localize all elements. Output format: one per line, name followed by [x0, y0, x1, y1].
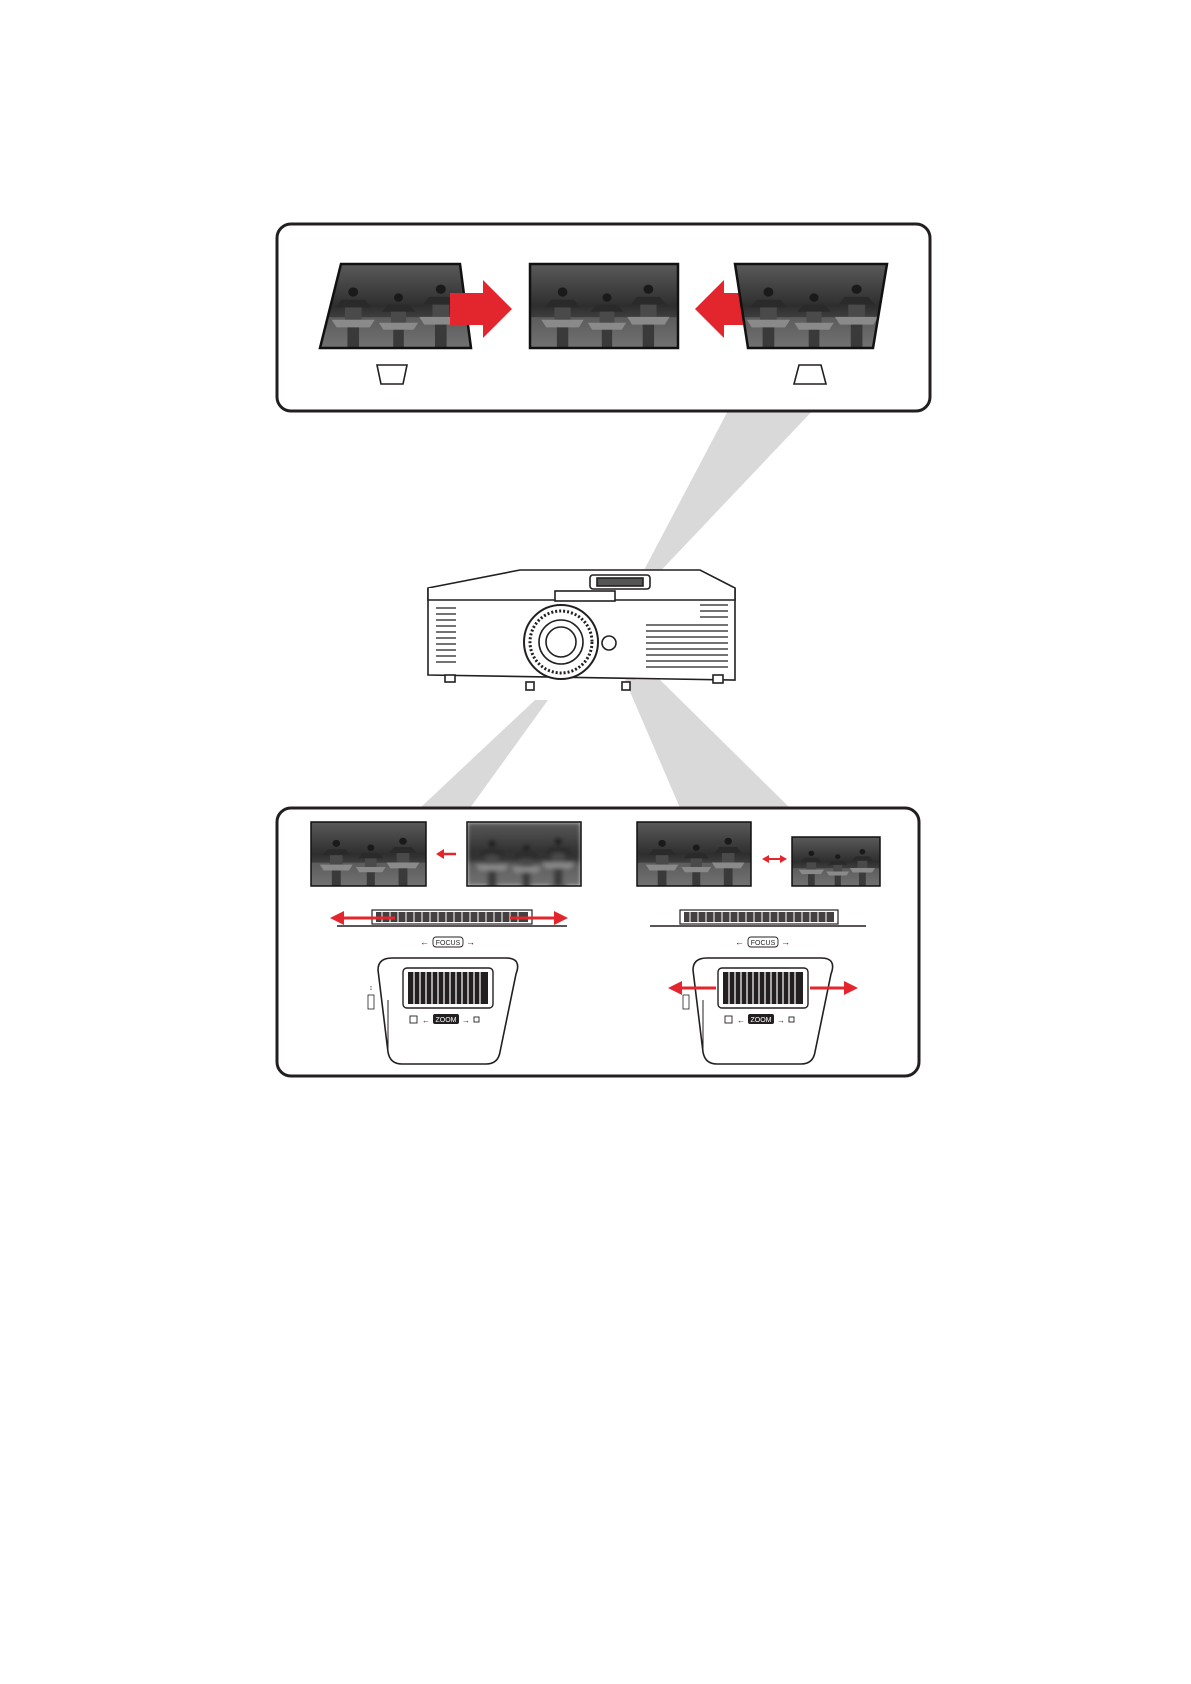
beam-lower-left: [420, 700, 548, 808]
focus-ring-right: [650, 910, 866, 926]
focus-label-text: FOCUS: [436, 940, 461, 947]
focus-blurred-image: [467, 822, 581, 893]
zoom-housing-left: ↕ ← ZOOM →: [368, 958, 518, 1064]
svg-text:→: →: [781, 937, 790, 947]
svg-text:←: ←: [422, 1016, 430, 1025]
projector-lens: [524, 605, 598, 679]
zoom-label-text: ZOOM: [436, 1017, 457, 1024]
keystone-panel: [277, 224, 930, 411]
beam-upper: [643, 405, 818, 580]
ir-sensor-icon: [602, 636, 616, 650]
focus-label-right: ← FOCUS →: [735, 937, 790, 947]
svg-text:→: →: [462, 1016, 470, 1025]
projector-illustration: [428, 570, 735, 690]
zoom-large-image: [637, 822, 751, 893]
zoom-small-image: [792, 837, 880, 891]
beam-lower-right: [625, 665, 790, 808]
svg-text:→: →: [777, 1016, 785, 1025]
svg-text:←: ←: [737, 1016, 745, 1025]
svg-text:↕: ↕: [369, 985, 373, 992]
zoom-label-text: ZOOM: [751, 1017, 772, 1024]
focus-label-left: ← FOCUS →: [420, 937, 475, 947]
keystone-wide-top-image: [320, 264, 471, 357]
keystone-wide-bottom-image: [735, 264, 887, 357]
corrected-image: [530, 264, 678, 357]
focus-label-text: FOCUS: [751, 940, 776, 947]
focus-sharp-image: [311, 822, 426, 893]
svg-text:→: →: [466, 937, 475, 947]
svg-text:←: ←: [420, 937, 429, 947]
svg-text:←: ←: [735, 937, 744, 947]
lens-panel: ← FOCUS → ← FOCUS: [277, 808, 919, 1076]
